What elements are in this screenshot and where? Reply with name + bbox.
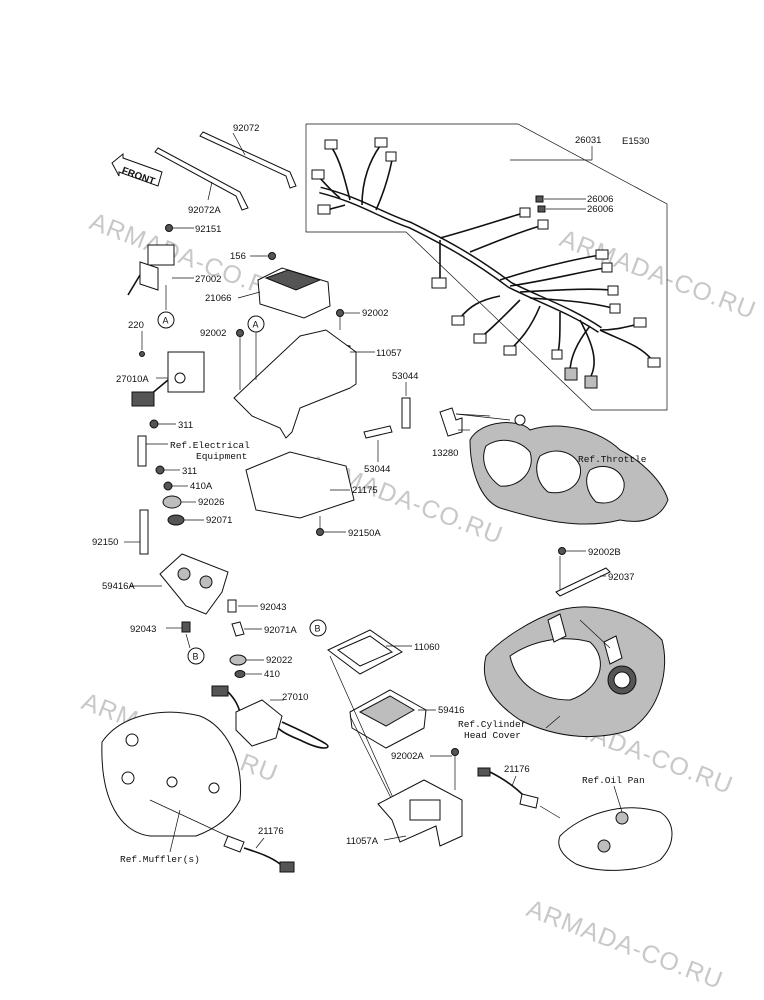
part-number-92150: 92150 [92,537,118,548]
part-number-11057A: 11057A [346,836,379,847]
part-number-156: 156 [230,251,246,262]
part-number-59416: 59416 [438,705,464,716]
part-number-92043-b: 92043 [130,624,156,635]
part-number-92002A: 92002A [391,751,424,762]
part-number-11057: 11057 [376,348,402,359]
callout-a-label: A [163,316,169,326]
diagram-code: E1530 [622,136,649,147]
callout-b-label-2: B [315,624,321,634]
part-number-92002: 92002 [362,308,388,319]
ref-electrical: Ref.Electrical [170,440,250,451]
starter-relay-27010 [211,685,329,749]
part-number-92071: 92071 [206,515,232,526]
front-arrow: FRONT [111,152,163,188]
fasteners-left [124,419,204,555]
part-number-311: 311 [178,420,193,431]
part-number-26031: 26031 [575,135,601,146]
wiring-harness-assembly [305,123,668,411]
muffler [101,711,242,853]
part-number-220: 220 [128,320,144,331]
part-number-92151: 92151 [195,224,221,235]
sensor-21176-left [223,835,295,873]
ref-throttle: Ref.Throttle [578,454,647,465]
part-number-92022: 92022 [266,655,292,666]
part-number-26006: 26006 [587,194,613,205]
relay-27002 [127,224,194,310]
callout-a-label-2: A [253,320,259,330]
ref-oil-pan: Ref.Oil Pan [582,775,645,786]
cable-ties [154,131,297,211]
part-number-11060: 11060 [414,642,440,653]
part-number-21175: 21175 [352,485,378,496]
starter-relay-27010A [131,331,205,407]
callout-a [247,315,265,333]
ref-cylinder-head: Ref.Cylinder [458,719,526,730]
bracket-11057 [233,309,375,439]
part-number-13280: 13280 [432,448,458,459]
oil-pan [477,767,673,871]
part-number-27010: 27010 [282,692,308,703]
part-number-53044: 53044 [392,371,418,382]
part-number-92026: 92026 [198,497,224,508]
part-number-410A: 410A [190,481,213,492]
regulator-21066 [237,252,331,319]
part-number-26006: 26006 [587,204,613,215]
watermarks: ARMADA-CO.RU ARMADA-CO.RU ARMADA-CO.RU A… [78,207,760,995]
bracket-59416A [130,553,264,678]
part-number-21176: 21176 [258,826,284,837]
part-number-92072: 92072 [233,123,259,134]
collars-53044 [363,382,411,462]
part-number-92150A: 92150A [348,528,381,539]
ref-cylinder-head-2: Head Cover [464,730,521,741]
part-number-53044-b: 53044 [364,464,390,475]
callout-b [187,647,205,665]
part-number-27010A: 27010A [116,374,149,385]
part-number-410: 410 [264,669,280,680]
throttle-body [439,407,669,525]
cylinder-head-cover [483,547,666,737]
part-number-311-b: 311 [182,466,197,477]
part-number-59416A: 59416A [102,581,135,592]
watermark: ARMADA-CO.RU [556,224,760,325]
part-number-21066: 21066 [205,293,231,304]
part-number-21176-b: 21176 [504,764,530,775]
part-number-92043: 92043 [260,602,286,613]
gasket-holder-set [327,629,463,847]
ref-electrical-2: Equipment [196,451,247,462]
callout-b-label: B [193,652,199,662]
part-number-27002: 27002 [195,274,221,285]
ref-muffler: Ref.Muffler(s) [120,854,200,865]
callout-b [309,619,327,637]
ecu-21175 [245,451,355,536]
callout-a [157,311,175,329]
part-number-92072A: 92072A [188,205,221,216]
watermark: ARMADA-CO.RU [523,894,727,995]
part-number-92071A: 92071A [264,625,297,636]
part-number-92002-left: 92002 [200,328,226,339]
part-number-92002B: 92002B [588,547,621,558]
part-number-92037: 92037 [608,572,634,583]
